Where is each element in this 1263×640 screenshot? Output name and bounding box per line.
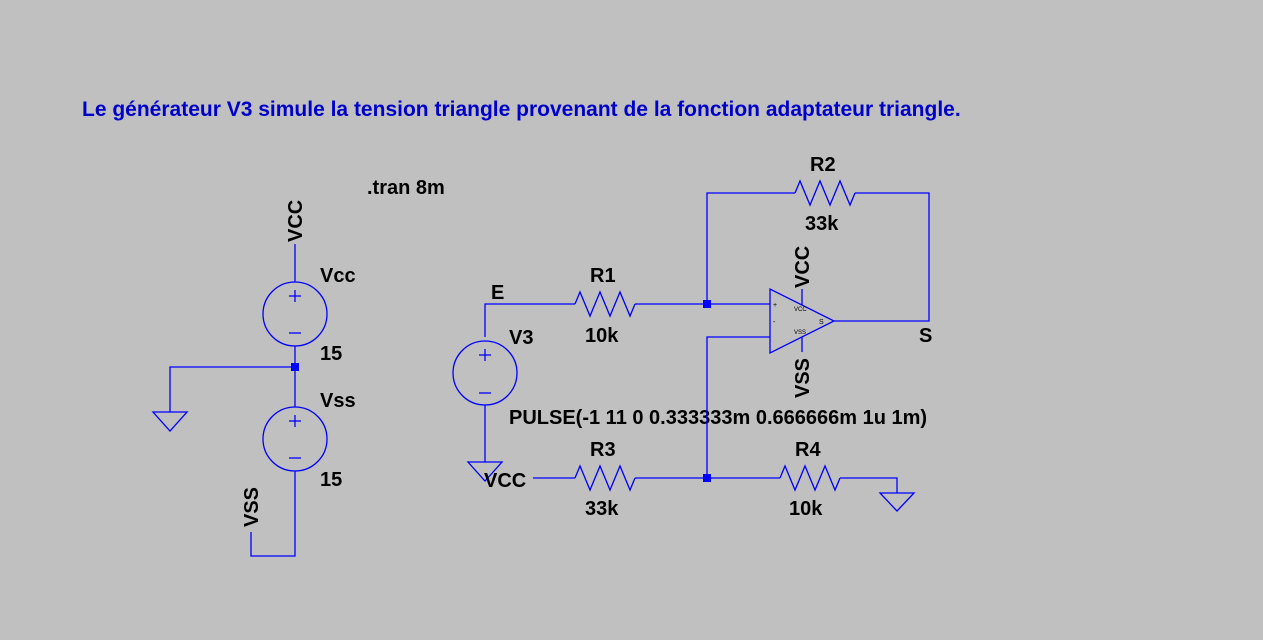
amplifier-circuit: E V3 PULSE(-1 11 0 0.333333m 0.666666m 1… [452,154,932,520]
resistor-icon [779,464,841,492]
r4-value: 10k [789,498,823,520]
r1-value: 10k [585,325,619,347]
vss-source[interactable] [262,406,328,472]
resistor-r4[interactable] [779,464,841,492]
ground-icon [151,411,189,432]
r3-name: R3 [590,439,616,461]
pin-minus-label: - [773,319,776,326]
r4-name: R4 [795,439,821,461]
generator-name: V3 [509,327,533,349]
vcc-source-value: 15 [320,343,342,365]
schematic-comment: Le générateur V3 simule la tension trian… [82,98,961,121]
junction-node [703,474,711,482]
vss-net-label: VSS [241,487,263,527]
ground-icon [878,492,916,512]
r2-value: 33k [805,213,839,235]
tran-directive: .tran 8m [367,177,445,199]
pin-vss-label: VSS [794,330,806,336]
resistor-r2[interactable] [794,179,856,207]
generator-v3[interactable] [452,340,518,406]
net-label-e: E [491,282,504,304]
resistor-icon [574,464,636,492]
vss-source-name: Vss [320,390,356,412]
vcc-source[interactable] [262,281,328,347]
vcc-source-name: Vcc [320,265,356,287]
resistor-icon [794,179,856,207]
resistor-r1[interactable] [574,290,636,318]
opamp-vss-net: VSS [792,358,814,398]
pin-plus-label: + [773,302,777,309]
resistor-icon [574,290,636,318]
resistor-r3[interactable] [574,464,636,492]
generator-value: PULSE(-1 11 0 0.333333m 0.666666m 1u 1m) [509,407,927,429]
r2-name: R2 [810,154,836,176]
opamp-vcc-net: VCC [792,246,814,288]
supply-circuit: VCC Vcc 15 Vss 15 VSS [151,200,356,557]
vcc-net-label: VCC [285,200,307,242]
r3-value: 33k [585,498,619,520]
vss-source-value: 15 [320,469,342,491]
r1-name: R1 [590,265,616,287]
ground-icon [466,461,504,482]
pin-vcc-label: VCC [794,307,807,313]
pin-out-label: S [819,319,824,326]
output-net-label: S [919,325,932,347]
r3-supply-net: VCC [484,470,526,492]
